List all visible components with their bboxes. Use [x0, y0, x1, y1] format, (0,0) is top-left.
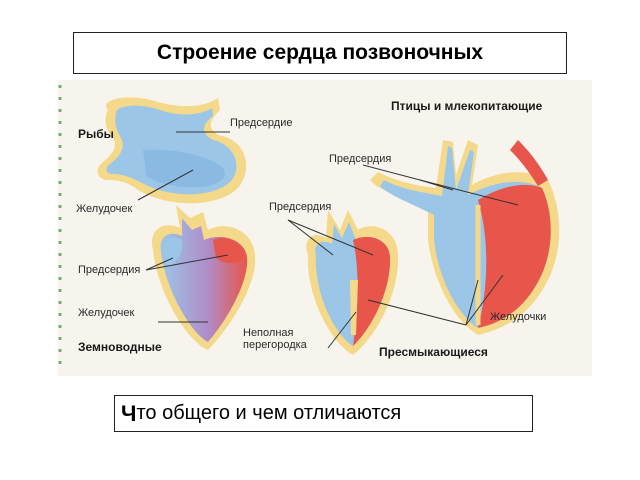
label-incomplete-septum: Неполная перегородка — [243, 327, 308, 351]
label-fish-atrium: Предсердие — [230, 117, 292, 129]
label-atria-amphibians: Предсердия — [78, 264, 140, 276]
question-first-letter: Ч — [121, 400, 137, 426]
slide-title: Строение сердца позвоночных — [73, 32, 567, 74]
label-atria-birds: Предсердия — [329, 153, 391, 165]
label-fish-ventricle: Желудочек — [76, 203, 132, 215]
label-ventricle-amphibians: Желудочек — [78, 307, 134, 319]
amphibian-heart — [152, 205, 256, 350]
reptile-heart — [306, 210, 399, 355]
heart-diagram: Рыбы Предсердие Желудочек Птицы и млекоп… — [58, 80, 592, 376]
label-fish: Рыбы — [78, 127, 114, 141]
label-ventricles: Желудочки — [490, 311, 546, 323]
question-text: то общего и чем отличаются — [136, 402, 402, 424]
label-atria-reptiles: Предсердия — [269, 201, 331, 213]
fish-heart — [97, 97, 247, 204]
label-reptiles: Пресмыкающиеся — [379, 345, 488, 359]
bird-mammal-heart — [370, 140, 560, 335]
label-birds-mammals: Птицы и млекопитающие — [391, 99, 543, 113]
label-amphibians: Земноводные — [78, 340, 162, 354]
leader-lines — [137, 131, 519, 349]
slide-title-text: Строение сердца позвоночных — [156, 41, 484, 64]
